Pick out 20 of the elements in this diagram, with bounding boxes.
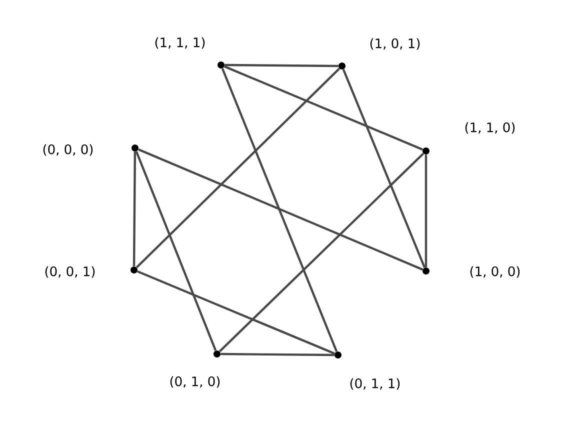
vertex-label: (0, 0, 0) xyxy=(43,144,93,156)
edge-line xyxy=(221,68,338,352)
edge-line xyxy=(218,152,424,352)
edge-line xyxy=(224,65,424,151)
edge-line xyxy=(220,352,334,356)
vertex-label: (0, 1, 1) xyxy=(350,378,400,390)
vertex-label: (1, 1, 1) xyxy=(155,37,205,49)
edge-line xyxy=(136,68,340,268)
vertex-label: (1, 0, 0) xyxy=(470,266,520,278)
edge-line xyxy=(132,152,136,266)
edge-line xyxy=(342,69,426,268)
vertex-label: (0, 1, 0) xyxy=(170,376,220,388)
vertex-label: (1, 1, 0) xyxy=(465,122,515,134)
edge-line xyxy=(424,154,428,268)
vertex-label: (1, 0, 1) xyxy=(370,38,420,50)
vertex-label: (0, 0, 1) xyxy=(45,266,95,278)
edge-line xyxy=(138,148,424,271)
edge-line xyxy=(137,270,336,355)
edge-line xyxy=(135,151,217,351)
edge-line xyxy=(224,64,338,68)
